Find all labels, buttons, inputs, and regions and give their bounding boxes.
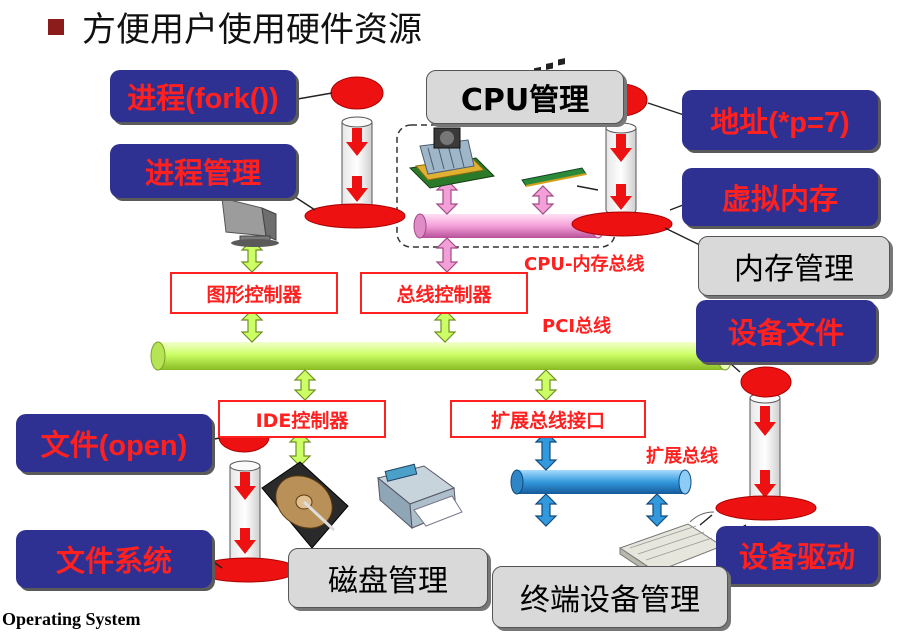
callout-file-system: 文件系统: [16, 530, 212, 588]
monitor-icon: [221, 197, 279, 247]
memory-management-box: 内存管理: [698, 236, 890, 296]
cpu-chip-icon: [408, 127, 496, 189]
callout-device-file: 设备文件: [696, 300, 876, 362]
process-call-cylinder: [341, 116, 373, 210]
expansion-bus-interface: 扩展总线接口: [450, 400, 646, 438]
cpu-area-outline: [396, 124, 616, 248]
cpu-memory-connector-arrows: [435, 179, 555, 273]
expansion-bus-label: 扩展总线: [646, 446, 718, 467]
printer-icon: [376, 463, 463, 530]
callout-virtual-memory: 虚拟内存: [682, 168, 878, 226]
callout-file-open: 文件(open): [16, 414, 212, 472]
slide-title: 方便用户使用硬件资源: [48, 2, 422, 51]
arrow-pci-ide: [293, 369, 317, 401]
cpu-memory-bus: [413, 213, 605, 239]
title-bullet: [48, 18, 64, 35]
pci-bus: [150, 341, 733, 371]
arrow-graphics-pci: [240, 309, 264, 343]
callout-process-fork: 进程(fork()): [110, 70, 296, 122]
arrow-cpu-bus: [435, 179, 459, 215]
footer-text: Operating System: [2, 609, 141, 629]
title-text: 方便用户使用硬件资源: [82, 10, 422, 50]
bus-controller: 总线控制器: [360, 272, 528, 314]
cpu-memory-bus-label: CPU-内存总线: [524, 254, 645, 275]
hard-disk-icon: [261, 461, 349, 549]
pci-bus-label: PCI总线: [542, 316, 612, 337]
terminal-management-box: 终端设备管理: [492, 566, 728, 628]
arrow-bus-left-device: [534, 493, 558, 527]
callout-process-mgmt: 进程管理: [110, 144, 296, 198]
graphics-controller: 图形控制器: [170, 272, 338, 314]
arrow-ram-bus: [531, 185, 555, 215]
disk-management-box: 磁盘管理: [288, 548, 488, 608]
expansion-bus: [510, 469, 692, 495]
expansion-connector-arrows: [534, 431, 669, 527]
arrow-buscontroller-pci: [433, 309, 457, 343]
callout-address: 地址(*p=7): [682, 90, 878, 150]
device-file-ellipse: [740, 366, 792, 398]
arrow-bus-buscontroller: [435, 237, 459, 273]
process-mgmt-ellipse: [304, 203, 406, 229]
arrow-bus-keyboard: [645, 493, 669, 527]
fork-ellipse: [330, 76, 384, 110]
ide-controller: IDE控制器: [218, 400, 386, 438]
callout-device-driver: 设备驱动: [716, 526, 878, 584]
cpu-management-box: CPU管理: [426, 70, 624, 124]
virtual-memory-ellipse: [571, 211, 673, 237]
device-file-cylinder: [749, 392, 781, 504]
arrow-expansion-interface-bus: [534, 431, 558, 471]
address-cylinder: [605, 122, 637, 216]
arrow-pci-expansion: [534, 369, 558, 401]
device-driver-ellipse: [715, 495, 817, 521]
file-open-cylinder: [229, 460, 261, 564]
